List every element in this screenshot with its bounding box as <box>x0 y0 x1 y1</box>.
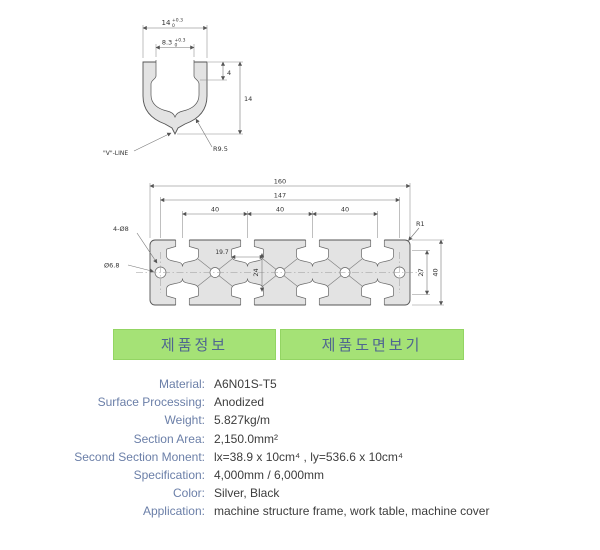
tab-view-drawing[interactable]: 제품도면보기 <box>280 329 464 360</box>
spec-row-surface: Surface Processing: Anodized <box>0 393 600 411</box>
spec-value: A6N01S-T5 <box>214 377 277 392</box>
spec-value: 2,150.0mm² <box>214 431 279 446</box>
spec-label: Material: <box>158 377 205 392</box>
spec-row-color: Color: Silver, Black <box>0 484 600 502</box>
detail-dim-height: 14 <box>244 95 252 103</box>
section-dim-right-inner: 27 <box>417 268 425 276</box>
section-dim-inner-height: 24 <box>252 268 260 276</box>
detail-view-drawing: 14 +0.3 0 8.3 +0.3 0 4 14 R9.5 "V"-LINE <box>103 18 252 158</box>
spec-label: Specification: <box>133 468 205 483</box>
detail-dim-width-tol-minus: 0 <box>172 23 175 29</box>
section-dim-hole-span: 147 <box>274 192 286 200</box>
detail-dim-opening-tol-minus: 0 <box>175 43 178 49</box>
spec-label: Second Section Monent: <box>74 449 205 464</box>
detail-dim-width: 14 <box>162 19 171 27</box>
detail-dim-depth: 4 <box>227 69 231 77</box>
profile-drawing-svg: 14 +0.3 0 8.3 +0.3 0 4 14 R9.5 "V"-LINE <box>103 18 444 307</box>
section-dim-pitch-1: 40 <box>211 206 219 214</box>
section-dim-overall-height: 40 <box>432 268 440 276</box>
section-dim-slot-width: 19.7 <box>215 249 229 256</box>
spec-label: Section Area: <box>133 431 205 446</box>
spec-label: Color: <box>172 486 205 501</box>
section-radius-callout: R1 <box>416 220 425 228</box>
spec-label: Surface Processing: <box>97 395 205 410</box>
spec-row-section-area: Section Area: 2,150.0mm² <box>0 430 600 448</box>
detail-dim-opening-tol-plus: +0.3 <box>175 38 186 44</box>
tab-product-info[interactable]: 제품정보 <box>113 329 276 360</box>
detail-vline-label: "V"-LINE <box>103 150 128 157</box>
spec-value: Silver, Black <box>214 486 280 501</box>
spec-row-specification: Specification: 4,000mm / 6,000mm <box>0 466 600 484</box>
spec-table: Material: A6N01S-T5 Surface Processing: … <box>0 375 600 521</box>
section-view-drawing: 160 147 40 40 40 4-Ø8 Ø6.8 19.7 24 R1 <box>104 178 444 307</box>
section-callout-end-hole: Ø6.8 <box>104 262 119 270</box>
tab-bar: 제품정보 제품도면보기 <box>0 329 600 360</box>
section-dim-pitch-2: 40 <box>276 206 284 214</box>
spec-row-weight: Weight: 5.827kg/m <box>0 411 600 429</box>
spec-label: Application: <box>142 504 205 519</box>
spec-row-material: Material: A6N01S-T5 <box>0 375 600 393</box>
spec-row-application: Application: machine structure frame, wo… <box>0 502 600 520</box>
spec-value: 5.827kg/m <box>214 413 271 428</box>
technical-drawing: 14 +0.3 0 8.3 +0.3 0 4 14 R9.5 "V"-LINE <box>103 18 444 307</box>
section-dim-overall-width: 160 <box>274 178 286 186</box>
spec-value: machine structure frame, work table, mac… <box>214 504 490 519</box>
detail-dim-opening: 8.3 <box>162 39 172 47</box>
spec-row-second-moment: Second Section Monent: lx=38.9 x 10cm⁴ ,… <box>0 448 600 466</box>
spec-value: Anodized <box>214 395 265 410</box>
spec-label: Weight: <box>164 413 205 428</box>
detail-radius-callout: R9.5 <box>213 145 228 153</box>
spec-value: 4,000mm / 6,000mm <box>214 468 325 483</box>
spec-value: lx=38.9 x 10cm⁴ , ly=536.6 x 10cm⁴ <box>214 449 404 464</box>
detail-dim-width-tol-plus: +0.3 <box>172 18 183 24</box>
section-callout-corner-holes: 4-Ø8 <box>113 225 129 233</box>
section-dim-pitch-3: 40 <box>341 206 349 214</box>
